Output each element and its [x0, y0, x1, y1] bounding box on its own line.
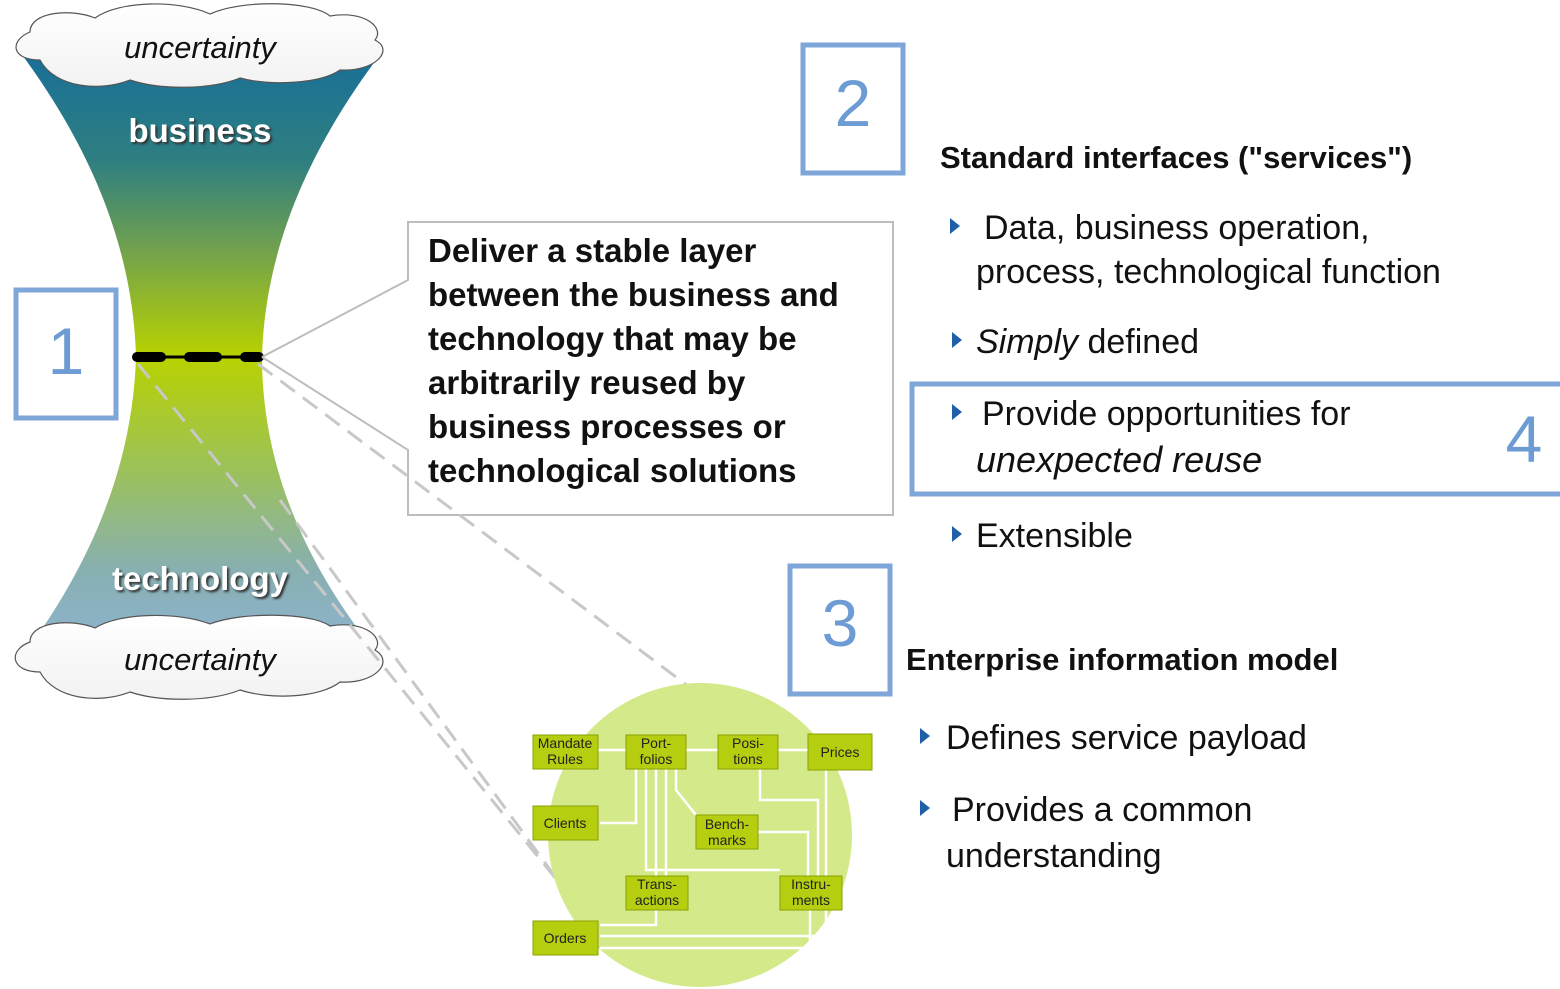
section2-bullet-2: Simply defined	[952, 320, 1200, 364]
callout-line-6: technological solutions	[428, 452, 797, 489]
svg-text:Port-: Port-	[641, 735, 672, 751]
svg-text:Posi-: Posi-	[732, 735, 764, 751]
bullet-arrow-icon	[952, 332, 962, 348]
marker-2: 2	[834, 66, 872, 140]
node-label-benchmarks-2: marks	[708, 832, 746, 848]
svg-text:Prices: Prices	[821, 744, 860, 760]
model-node-labels: Mandate Rules Port- folios Posi- tions P…	[538, 735, 860, 946]
section2-bullet-4: Extensible	[952, 514, 1133, 558]
bullet-text: defined	[1078, 323, 1200, 361]
section3-bullet-1: Defines service payload	[920, 716, 1307, 760]
technology-label: technology	[111, 560, 288, 597]
section2-bullet-3: Provide opportunities for	[952, 392, 1351, 436]
zoom-dashed-lines	[136, 362, 701, 891]
node-benchmarks	[695, 814, 759, 850]
node-orders	[532, 920, 599, 956]
callout-line-4: arbitrarily reused by	[428, 364, 746, 401]
model-connections	[598, 748, 828, 950]
bullet-text: Defines service payload	[946, 719, 1307, 757]
bullet-arrow-icon	[952, 404, 962, 420]
svg-text:folios: folios	[640, 751, 673, 767]
svg-text:actions: actions	[635, 892, 679, 908]
section2-bullet-1: Data, business operation,	[950, 206, 1370, 250]
marker-box-3	[787, 563, 893, 697]
node-label-benchmarks-1: Bench-	[705, 816, 750, 832]
bottom-cloud-shape	[14, 614, 384, 700]
svg-text:Orders: Orders	[544, 930, 587, 946]
callout-line-5: business processes or	[428, 408, 786, 445]
bullet-text: process, technological function	[976, 253, 1441, 291]
svg-text:marks: marks	[708, 832, 746, 848]
bullet-text: Extensible	[976, 517, 1133, 555]
node-mandate-rules	[532, 734, 599, 770]
svg-text:Clients: Clients	[544, 815, 587, 831]
svg-text:Mandate: Mandate	[538, 735, 593, 751]
section2-bullet-1-cont: process, technological function	[976, 250, 1441, 294]
marker-3: 3	[821, 586, 859, 660]
section3-bullet-2-cont: understanding	[946, 834, 1162, 878]
node-label-instruments-1: Instru-	[791, 876, 831, 892]
bullet-arrow-icon	[920, 800, 930, 816]
node-label-orders: Orders	[544, 930, 587, 946]
svg-text:Rules: Rules	[547, 751, 583, 767]
bullet-text: Provide opportunities for	[982, 395, 1351, 433]
bullet-arrow-icon	[950, 218, 960, 234]
callout-line-2: between the business and	[428, 276, 839, 313]
node-label-portfolios-2: folios	[640, 751, 673, 767]
bullet-italic-text: Simply	[976, 323, 1079, 361]
svg-text:Bench-: Bench-	[705, 816, 750, 832]
node-positions	[717, 734, 779, 770]
node-transactions	[625, 875, 689, 911]
section2-bullet-3-cont: unexpected reuse	[976, 438, 1262, 482]
top-cloud-label: uncertainty	[124, 30, 276, 65]
node-label-mandate-2: Rules	[547, 751, 583, 767]
model-nodes	[532, 733, 873, 956]
node-instruments	[779, 875, 843, 911]
callout-line-1: Deliver a stable layer	[428, 232, 757, 269]
interface-bar	[132, 352, 264, 362]
node-clients	[532, 805, 599, 841]
bullet-arrow-icon	[920, 728, 930, 744]
node-label-positions-1: Posi-	[732, 735, 764, 751]
svg-text:Trans-: Trans-	[637, 876, 677, 892]
svg-text:tions: tions	[733, 751, 763, 767]
marker-box-2	[800, 42, 906, 176]
bullet-text: Data, business operation,	[984, 209, 1370, 247]
node-label-transactions-2: actions	[635, 892, 679, 908]
node-label-prices: Prices	[821, 744, 860, 760]
node-label-portfolios-1: Port-	[641, 735, 672, 751]
node-label-positions-2: tions	[733, 751, 763, 767]
node-label-transactions-1: Trans-	[637, 876, 677, 892]
section2-heading: Standard interfaces ("services")	[940, 140, 1413, 175]
section3-heading: Enterprise information model	[906, 642, 1339, 677]
node-label-clients: Clients	[544, 815, 587, 831]
node-portfolios	[625, 734, 687, 770]
callout-frame	[261, 221, 894, 516]
marker-4: 4	[1505, 402, 1543, 476]
callout-line-3: technology that may be	[428, 320, 797, 357]
bullet-text: understanding	[946, 837, 1162, 875]
business-label: business	[128, 112, 272, 149]
bullet-arrow-icon	[952, 526, 962, 542]
bullet-italic-text: unexpected reuse	[976, 439, 1263, 480]
svg-text:ments: ments	[792, 892, 830, 908]
marker-1: 1	[47, 314, 85, 388]
node-label-instruments-2: ments	[792, 892, 830, 908]
node-label-mandate-1: Mandate	[538, 735, 593, 751]
marker-box-4	[909, 381, 1560, 497]
node-prices	[807, 733, 873, 771]
top-cloud-shape	[15, 3, 384, 88]
svg-text:Instru-: Instru-	[791, 876, 831, 892]
section3-bullet-2: Provides a common	[920, 788, 1253, 832]
bottom-cloud-label: uncertainty	[124, 642, 276, 677]
marker-box-1	[13, 287, 119, 421]
bullet-text: Provides a common	[952, 791, 1253, 829]
